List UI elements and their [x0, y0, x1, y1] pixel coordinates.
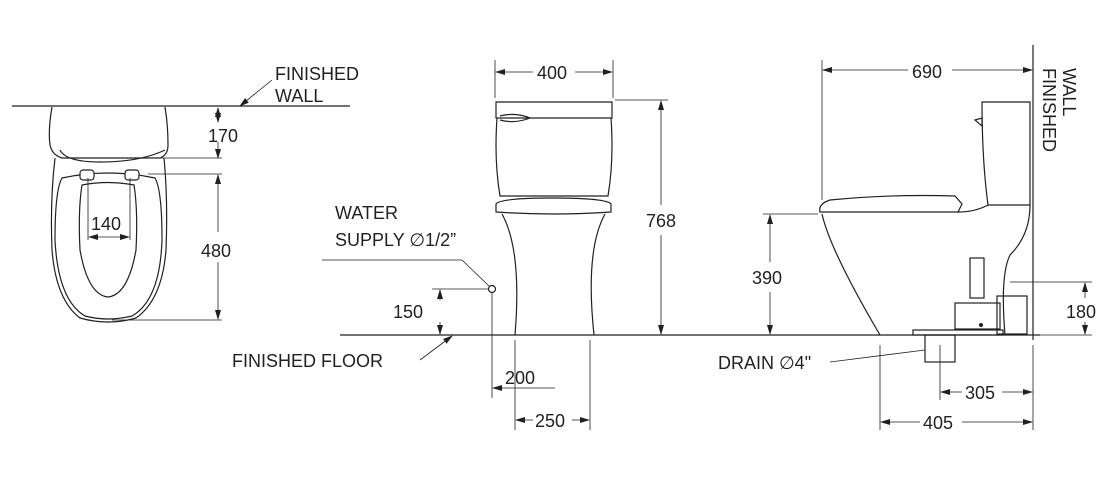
dim-250: 250 — [535, 411, 565, 431]
front-pedestal — [501, 213, 606, 336]
dim-690: 690 — [912, 62, 942, 82]
side-tank — [981, 101, 1031, 206]
water-supply-label-1: WATER — [335, 203, 398, 223]
dim-200: 200 — [505, 368, 535, 388]
seat-opening — [78, 181, 138, 298]
top-view: FINISHED WALL 170 480 140 — [12, 64, 359, 323]
side-bowl-front — [821, 213, 881, 336]
dim-150: 150 — [393, 302, 423, 322]
side-wall-label-1: FINISHED — [1039, 68, 1059, 152]
water-supply-label-2: SUPPLY ∅1/2” — [335, 230, 456, 250]
dim-400: 400 — [537, 63, 567, 83]
dim-768: 768 — [646, 211, 676, 231]
tank-top — [48, 106, 169, 159]
finished-wall-label-2: WALL — [275, 86, 323, 106]
drain-label: DRAIN ∅4" — [718, 353, 811, 373]
dim-180: 180 — [1066, 302, 1096, 322]
front-tank — [495, 117, 613, 197]
dim-405: 405 — [923, 413, 953, 433]
dim-480: 480 — [201, 241, 231, 261]
side-seat — [819, 194, 963, 213]
bowl-outline — [50, 157, 168, 323]
side-view: FINISHED WALL 690 390 180 DRAIN ∅4" 305 … — [718, 45, 1096, 433]
side-wall-label-2: WALL — [1059, 68, 1079, 116]
dim-140: 140 — [91, 214, 121, 234]
finished-floor-label: FINISHED FLOOR — [232, 351, 383, 371]
dim-170: 170 — [208, 126, 238, 146]
water-supply-point — [487, 284, 497, 294]
outlet-connector — [969, 257, 985, 299]
hinge-left — [79, 169, 95, 181]
front-seat — [495, 197, 612, 215]
dim-305: 305 — [965, 383, 995, 403]
seat-outline — [54, 172, 163, 320]
dim-390: 390 — [752, 268, 782, 288]
finished-wall-label-1: FINISHED — [275, 64, 359, 84]
hinge-right — [124, 169, 140, 181]
front-view: 400 768 WATER SUPPLY ∅1/2” 150 FINISHED … — [232, 60, 1040, 431]
